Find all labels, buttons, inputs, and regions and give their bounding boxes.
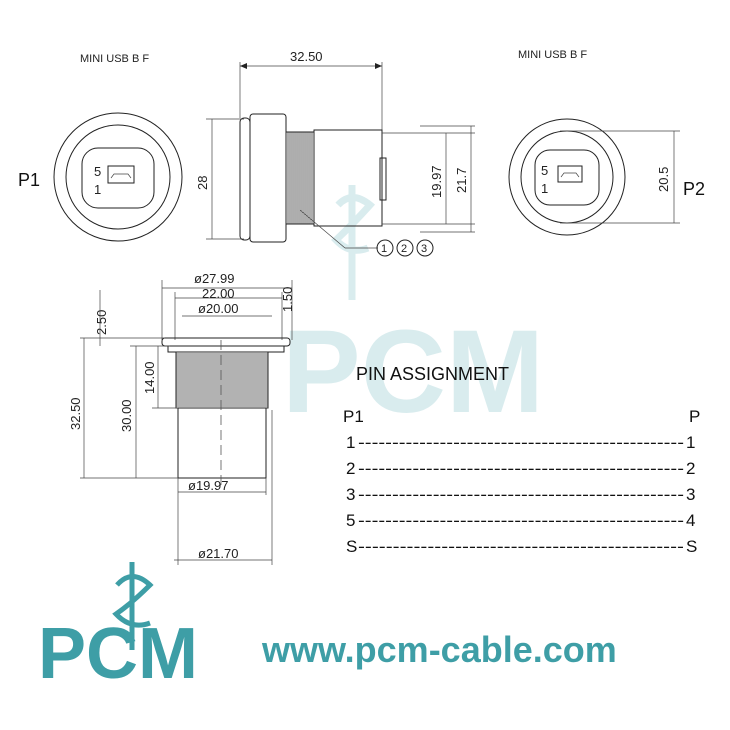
- right-view-title: MINI USB B F: [518, 49, 587, 61]
- callout-3: 3: [416, 239, 434, 257]
- brand-logo-text: PCM: [38, 614, 198, 694]
- dia-flange-text: ø27.99: [194, 271, 234, 286]
- pin-row-right: S: [686, 537, 697, 556]
- dim-height-28: 28: [195, 118, 244, 240]
- callout-2: 2: [396, 239, 414, 257]
- p2-pin-top: 5: [541, 163, 548, 178]
- pin-row-dashes: ----------------------------------------…: [358, 485, 684, 504]
- pin-row-right: 1: [686, 433, 695, 452]
- p1-mini-usb-port-icon: [107, 165, 135, 184]
- side-outer-dim-text: 21.7: [454, 168, 469, 193]
- p1-inner-ring: [65, 124, 171, 230]
- side-inner-dim-text: 19.97: [429, 165, 444, 198]
- p2-port-label: P2: [683, 179, 705, 199]
- pin-row: 5---------------------------------------…: [346, 511, 695, 530]
- p1-insert: [81, 147, 155, 209]
- p2-outer-ring: [508, 118, 626, 236]
- side-view: 32.50 19.97 21.7 1 2: [239, 49, 475, 257]
- svg-text:3: 3: [421, 243, 427, 255]
- pin-row-left: S: [346, 537, 357, 556]
- p2-height-dim-text: 20.5: [656, 167, 671, 192]
- total-length-text: 32.50: [68, 397, 83, 430]
- p1-port-label: P1: [18, 170, 40, 190]
- section-flange: [161, 337, 291, 347]
- p2-pin-bottom: 1: [541, 181, 548, 196]
- watermark: PCM: [282, 185, 544, 438]
- side-flange: [239, 117, 251, 241]
- dia-nut-text: 22.00: [202, 286, 235, 301]
- pin-row: S---------------------------------------…: [346, 537, 697, 556]
- pin-row-left: 5: [346, 511, 355, 530]
- nut-thickness-text: 1.50: [280, 287, 295, 312]
- pin-row: 1---------------------------------------…: [346, 433, 695, 452]
- side-nut: [249, 113, 287, 243]
- pin-row-left: 2: [346, 459, 355, 478]
- pin-row-right: 3: [686, 485, 695, 504]
- brand-website: www.pcm-cable.com: [261, 629, 617, 670]
- p2-mini-usb-port-icon: [557, 165, 583, 183]
- dia-outer-text: ø21.70: [198, 546, 238, 561]
- p1-outer-ring: [53, 112, 183, 242]
- front-view-p2: 5 1 20.5 P2: [508, 118, 705, 236]
- pin-right-header: P: [689, 407, 700, 426]
- svg-text:2: 2: [401, 243, 407, 255]
- side-body: [313, 129, 383, 227]
- callout-1: 1: [376, 239, 394, 257]
- pin-row: 2---------------------------------------…: [346, 459, 695, 478]
- pin-row-dashes: ----------------------------------------…: [358, 433, 684, 452]
- left-view-title: MINI USB B F: [80, 53, 149, 65]
- brand-dollar-icon: [112, 562, 154, 650]
- pin-assignment-table: PIN ASSIGNMENT P1 P 1-------------------…: [343, 364, 700, 556]
- pin-row-right: 2: [686, 459, 695, 478]
- watermark-dollar-icon: [331, 185, 376, 300]
- section-body: [177, 407, 267, 479]
- pin-left-header: P1: [343, 407, 364, 426]
- p1-pin-top: 5: [94, 164, 101, 179]
- body-length-text: 30.00: [119, 399, 134, 432]
- p1-pin-bottom: 1: [94, 182, 101, 197]
- pin-row-left: 1: [346, 433, 355, 452]
- watermark-logo-text: PCM: [282, 306, 544, 438]
- dia-thread-text: ø20.00: [198, 301, 238, 316]
- front-view-p1: 5 1 P1: [18, 112, 183, 242]
- pin-row: 3---------------------------------------…: [346, 485, 695, 504]
- height-28-text: 28: [195, 176, 210, 190]
- p2-insert: [534, 149, 600, 206]
- brand-footer: PCM www.pcm-cable.com: [38, 562, 617, 694]
- pin-row-dashes: ----------------------------------------…: [358, 459, 684, 478]
- pin-row-right: 4: [686, 511, 695, 530]
- pin-assignment-title: PIN ASSIGNMENT: [356, 364, 509, 384]
- thread-length-text: 14.00: [142, 361, 157, 394]
- svg-text:1: 1: [381, 243, 387, 255]
- flange-thickness-text: 2.50: [94, 310, 109, 335]
- side-length-text: 32.50: [290, 49, 323, 64]
- pin-row-left: 3: [346, 485, 355, 504]
- section-view: ø27.99 22.00 ø20.00 2.50 1.50 32.50 30.0…: [68, 271, 295, 565]
- pin-row-dashes: ----------------------------------------…: [358, 537, 684, 556]
- section-nut: [167, 345, 285, 353]
- pin-row-dashes: ----------------------------------------…: [358, 511, 684, 530]
- side-tip: [379, 157, 387, 201]
- dia-body-text: ø19.97: [188, 478, 228, 493]
- p1-port-contacts: [110, 173, 132, 179]
